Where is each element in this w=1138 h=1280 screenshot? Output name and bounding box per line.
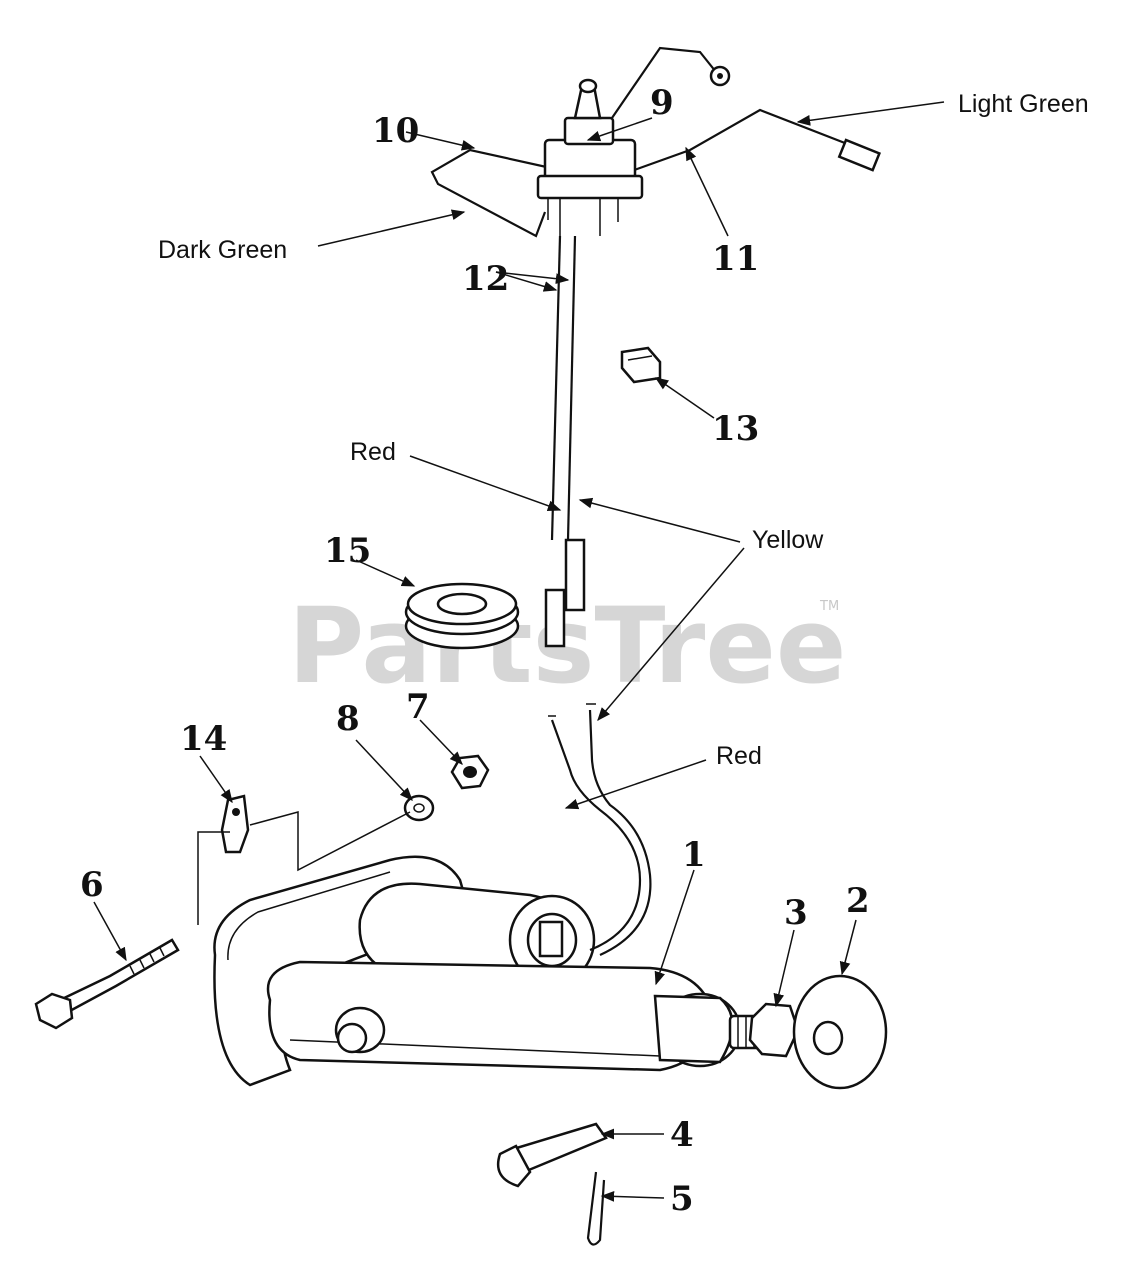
callout-15: 15 (324, 531, 371, 571)
callout-1: 1 (682, 835, 706, 875)
part-5-cotter-pin (586, 1171, 606, 1246)
callout-14: 14 (180, 719, 227, 759)
label-dark-green: Dark Green (158, 236, 287, 264)
callout-12: 12 (462, 259, 509, 299)
callout-5: 5 (670, 1179, 694, 1219)
callout-11: 11 (712, 239, 759, 279)
callout-10: 10 (372, 111, 419, 151)
callout-2: 2 (846, 881, 870, 921)
part-6-bolt (34, 938, 180, 1030)
part-15-grommet (404, 582, 520, 650)
callout-6: 6 (80, 865, 104, 905)
part-7-nut (450, 754, 490, 790)
part-2-rod-end (792, 974, 888, 1090)
label-light-green: Light Green (958, 90, 1089, 118)
part-1-actuator (213, 855, 762, 1087)
watermark-trademark: TM (819, 599, 839, 614)
part-14-clamp (220, 794, 250, 854)
label-red-upper: Red (350, 438, 396, 466)
callout-3: 3 (784, 893, 808, 933)
part-8-washer (403, 794, 435, 822)
part-13-clip (620, 346, 662, 384)
label-red-lower: Red (716, 742, 762, 770)
toggle-switch-assembly (430, 46, 882, 648)
callout-9: 9 (650, 83, 674, 123)
part-4-clevis-pin (496, 1122, 608, 1188)
callout-7: 7 (406, 687, 430, 727)
callout-8: 8 (336, 699, 360, 739)
callout-13: 13 (712, 409, 759, 449)
part-3-jam-nut (748, 1002, 800, 1058)
callout-4: 4 (670, 1115, 694, 1155)
label-yellow: Yellow (752, 526, 824, 554)
